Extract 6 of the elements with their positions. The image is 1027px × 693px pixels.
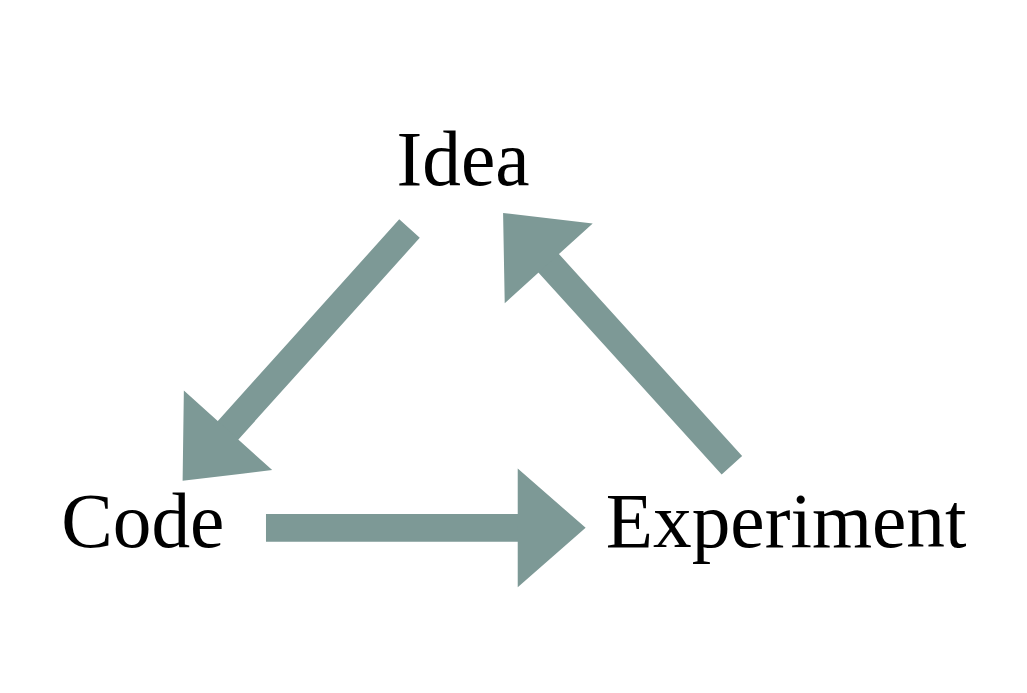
node-text: Idea xyxy=(396,115,530,202)
node-text: Code xyxy=(61,477,225,564)
node-text: Experiment xyxy=(605,477,967,564)
arrow xyxy=(266,467,586,587)
arrow xyxy=(503,212,743,475)
arrow xyxy=(182,218,420,481)
